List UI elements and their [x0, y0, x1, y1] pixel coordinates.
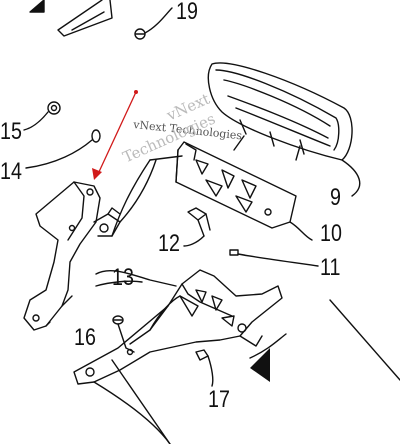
bolt-12: [183, 207, 211, 247]
callout-14: 14: [0, 158, 22, 185]
washer-14: [25, 129, 101, 169]
nut-11: [229, 249, 319, 267]
main-lower-bracket: [73, 269, 283, 444]
cowl-fragment: [57, 0, 113, 37]
callout-12: 12: [158, 230, 180, 257]
callout-9: 9: [330, 184, 341, 211]
nut-17: [195, 349, 214, 387]
direction-marker-top: [29, 0, 45, 13]
direction-marker-bottom: [250, 348, 270, 382]
washer-15: [23, 101, 61, 131]
red-arrow: [92, 90, 138, 180]
callout-10: 10: [320, 220, 342, 247]
callout-19: 19: [176, 0, 198, 25]
left-support-bracket: [23, 159, 157, 331]
callout-11: 11: [320, 254, 341, 281]
callout-17: 17: [208, 386, 230, 413]
screw-19: [134, 7, 173, 40]
gauge-housing: [207, 62, 361, 197]
callout-16: 16: [74, 324, 96, 351]
gauge-bracket: [175, 141, 313, 241]
callout-13: 13: [112, 264, 134, 291]
callout-15: 15: [0, 118, 22, 145]
screw-16: [112, 315, 135, 353]
